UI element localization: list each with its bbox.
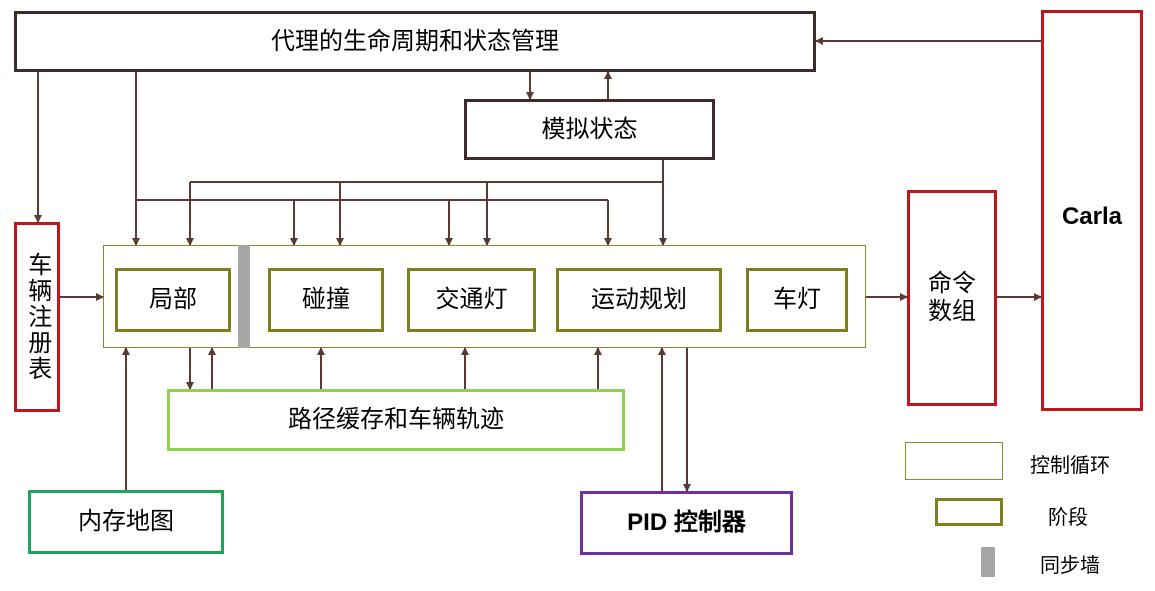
legend-sync-wall-swatch [981,547,995,577]
legend-stage-label: 阶段 [1048,505,1088,529]
stage-collision: 碰撞 [268,268,384,332]
sim-state-box: 模拟状态 [464,99,715,160]
stage-motion-planning: 运动规划 [556,268,722,332]
carla-box: Carla [1041,10,1143,411]
stage-traffic-light-label: 交通灯 [435,285,508,314]
legend-stage-swatch [935,498,1003,526]
stage-car-light: 车灯 [746,268,848,332]
command-array-box: 命令数组 [907,190,997,406]
stage-local-label: 局部 [149,285,197,314]
memory-map-label: 内存地图 [78,507,174,536]
vehicle-registry-box: 车辆注册表 [14,222,60,412]
legend-sync-wall-label: 同步墙 [1040,553,1100,577]
path-buffer-label: 路径缓存和车辆轨迹 [288,405,504,434]
vehicle-registry-label: 车辆注册表 [23,252,52,382]
command-array-label: 命令数组 [928,269,976,325]
lifecycle-box: 代理的生命周期和状态管理 [14,11,816,72]
stage-local: 局部 [115,268,231,332]
stage-car-light-label: 车灯 [773,285,821,314]
stage-collision-label: 碰撞 [302,285,350,314]
lifecycle-label: 代理的生命周期和状态管理 [271,26,559,55]
stage-traffic-light: 交通灯 [407,268,536,332]
sync-wall [238,245,250,348]
path-buffer-box: 路径缓存和车辆轨迹 [167,389,625,451]
memory-map-box: 内存地图 [28,490,224,554]
legend-control-loop-label: 控制循环 [1030,453,1110,477]
carla-label: Carla [1061,203,1123,230]
pid-controller-box: PID 控制器 [580,491,793,555]
control-loop-box [103,245,866,348]
stage-motion-planning-label: 运动规划 [591,285,687,314]
sim-state-label: 模拟状态 [541,114,638,143]
pid-controller-label: PID 控制器 [627,509,746,537]
legend-control-loop-swatch [905,442,1003,480]
